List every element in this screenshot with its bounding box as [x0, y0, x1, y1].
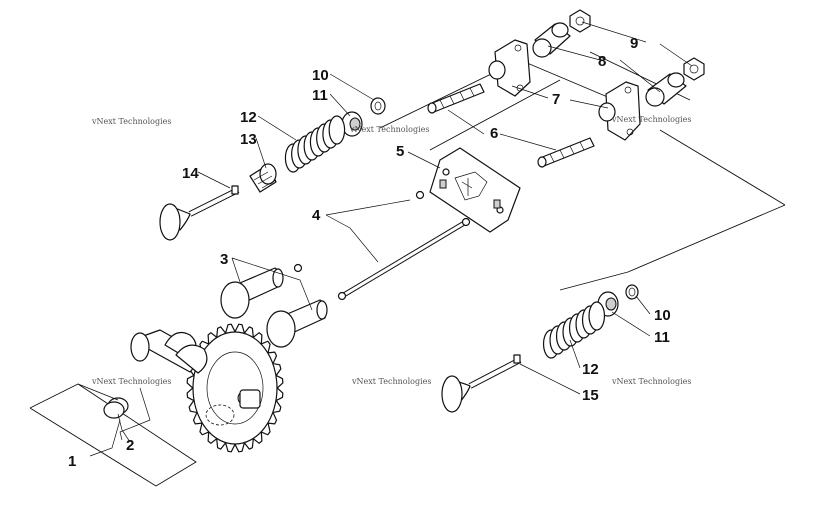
stud-lower [537, 137, 595, 168]
valve-intake [159, 185, 240, 241]
valve-cotter-lower [625, 284, 639, 300]
push-rods [293, 190, 471, 301]
guide-plate [429, 147, 521, 233]
lock-nut-upper [569, 9, 591, 33]
callout-5: 5 [396, 143, 404, 160]
lock-nut-lower [683, 57, 705, 81]
bracket-item-1 [29, 383, 197, 487]
callout-11-upper: 11 [312, 87, 328, 104]
rocker-arm-lower [598, 81, 641, 141]
tappet-lower [266, 299, 328, 348]
dowel-pin [77, 383, 151, 441]
callout-1: 1 [68, 453, 76, 470]
stud-upper [427, 83, 485, 114]
callout-2: 2 [126, 437, 134, 454]
callout-14: 14 [182, 165, 199, 182]
tappet-upper [220, 267, 284, 319]
valve-exhaust [441, 354, 522, 413]
camshaft-gear [130, 323, 284, 453]
valve-cotter-upper [370, 97, 386, 115]
valve-spring-upper [284, 115, 346, 173]
spring-coil [588, 301, 606, 331]
rocker-arm-upper [488, 39, 531, 97]
adjusting-screw-lower [645, 72, 687, 107]
valve-spring-lower [542, 301, 606, 359]
callout-13: 13 [240, 131, 257, 148]
valve-seal [249, 163, 277, 193]
callout-7: 7 [552, 91, 560, 108]
watermarks: vNext Technologies vNext Technologies vN… [91, 115, 691, 386]
callout-8: 8 [598, 53, 606, 70]
adjusting-screw-upper [532, 22, 571, 58]
watermark-2: vNext Technologies [349, 125, 429, 134]
callout-10-lower: 10 [654, 307, 671, 324]
callout-6: 6 [490, 125, 498, 142]
watermark-6: vNext Technologies [611, 377, 691, 386]
callout-labels: 1 2 3 4 5 6 7 8 9 10 11 12 13 14 10 11 1… [68, 35, 671, 470]
watermark-5: vNext Technologies [351, 377, 431, 386]
watermark-4: vNext Technologies [91, 377, 171, 386]
watermark-3: vNext Technologies [611, 115, 691, 124]
callout-4: 4 [312, 207, 321, 224]
callout-9: 9 [630, 35, 638, 52]
spring-coil [328, 115, 346, 145]
watermark-1: vNext Technologies [91, 117, 171, 126]
callout-11-lower: 11 [654, 329, 670, 346]
assembly-frame-lines [379, 51, 786, 291]
callout-10-upper: 10 [312, 67, 329, 84]
callout-12-upper: 12 [240, 109, 257, 126]
callout-3: 3 [220, 251, 228, 268]
leader-lines [89, 21, 693, 457]
callout-15: 15 [582, 387, 599, 404]
callout-12-lower: 12 [582, 361, 599, 378]
